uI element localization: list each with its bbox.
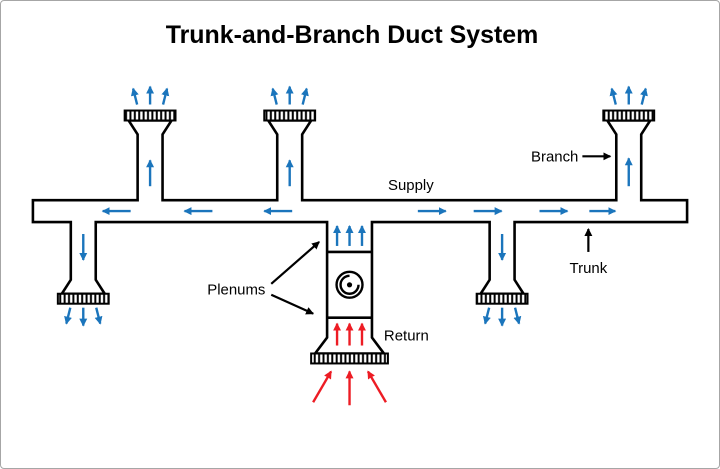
supply-arrow bbox=[270, 87, 279, 105]
register-grilles bbox=[56, 109, 656, 365]
duct-network-outline bbox=[31, 119, 689, 355]
supply-grille bbox=[263, 109, 317, 122]
blower-fan-icon bbox=[335, 270, 364, 299]
supply-grille bbox=[602, 109, 656, 122]
trunk-label: Trunk bbox=[570, 260, 608, 277]
label-pointer-arrows bbox=[270, 152, 612, 315]
supply-arrow bbox=[482, 307, 491, 325]
return-arrow bbox=[312, 370, 333, 403]
return-grille bbox=[310, 352, 389, 365]
supply-arrow bbox=[301, 87, 309, 105]
supply-grille bbox=[56, 292, 110, 305]
supply-airflow-arrows bbox=[64, 85, 648, 327]
return-label: Return bbox=[384, 328, 429, 345]
branch-label: Branch bbox=[531, 148, 578, 165]
supply-grille bbox=[475, 292, 529, 305]
plenums-label: Plenums bbox=[207, 282, 265, 299]
supply-arrow bbox=[609, 87, 618, 105]
supply-arrow bbox=[94, 307, 103, 325]
supply-arrow bbox=[161, 87, 170, 105]
return-airflow-arrows bbox=[312, 322, 387, 406]
supply-arrow bbox=[130, 87, 139, 105]
plenum-unit bbox=[327, 250, 372, 319]
supply-grille bbox=[123, 109, 177, 122]
return-arrow bbox=[366, 370, 387, 403]
diagram-title: Trunk-and-Branch Duct System bbox=[166, 21, 539, 49]
plenums-lower-pointer-arrow bbox=[270, 293, 315, 315]
supply-arrow bbox=[640, 87, 648, 105]
supply-label: Supply bbox=[388, 177, 434, 194]
plenums-upper-pointer-arrow bbox=[270, 241, 320, 285]
supply-arrow bbox=[513, 307, 522, 325]
supply-arrow bbox=[64, 307, 72, 325]
